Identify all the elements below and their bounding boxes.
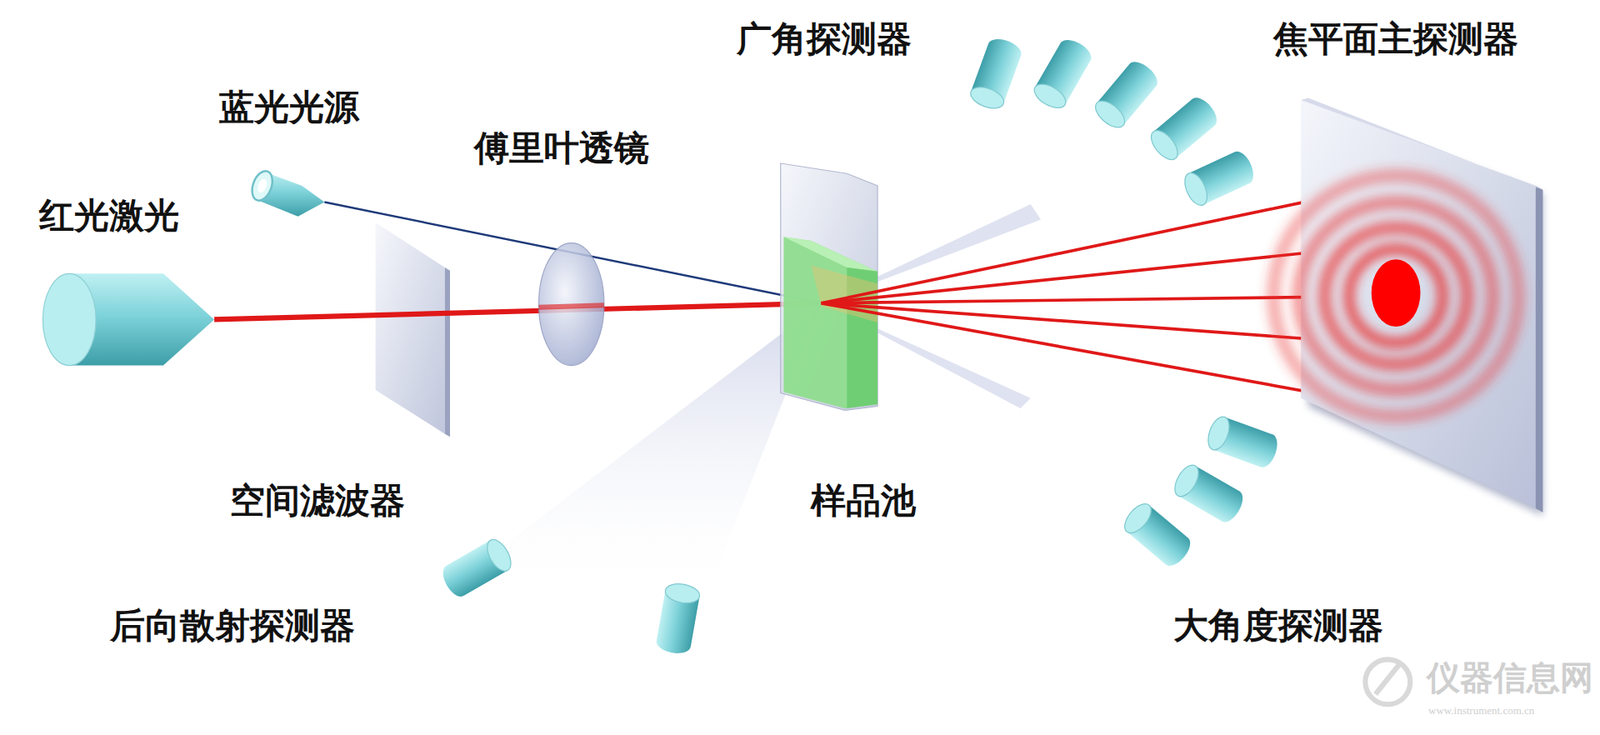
part-label: 空间滤波器 xyxy=(230,481,405,520)
focal-plane-detector xyxy=(1273,98,1543,516)
part-label: 广角探测器 xyxy=(736,20,912,59)
part-label: 后向散射探测器 xyxy=(110,606,355,645)
blue-source xyxy=(248,168,325,217)
part-label: 大角度探测器 xyxy=(1173,606,1384,645)
part-label: 傅里叶透镜 xyxy=(474,129,650,168)
fourier-lens xyxy=(539,243,605,366)
watermark-logo xyxy=(1365,659,1410,705)
backscatter-cone xyxy=(469,303,821,603)
red-laser xyxy=(42,273,215,365)
part-label: 样品池 xyxy=(810,481,916,520)
watermark-url: www.instrument.com.cn xyxy=(1428,705,1535,717)
watermark: 仪器信息网 xyxy=(1426,660,1594,697)
backscatter-detectors xyxy=(438,535,702,656)
wide-angle-detectors xyxy=(967,35,1258,209)
spatial-filter xyxy=(375,222,450,437)
red-beam xyxy=(214,303,822,320)
part-label: 红光激光 xyxy=(39,196,180,235)
large-angle-detectors xyxy=(1120,414,1282,571)
sample-cell xyxy=(780,163,878,410)
part-label: 焦平面主探测器 xyxy=(1273,20,1519,59)
part-label: 蓝光光源 xyxy=(219,88,360,127)
